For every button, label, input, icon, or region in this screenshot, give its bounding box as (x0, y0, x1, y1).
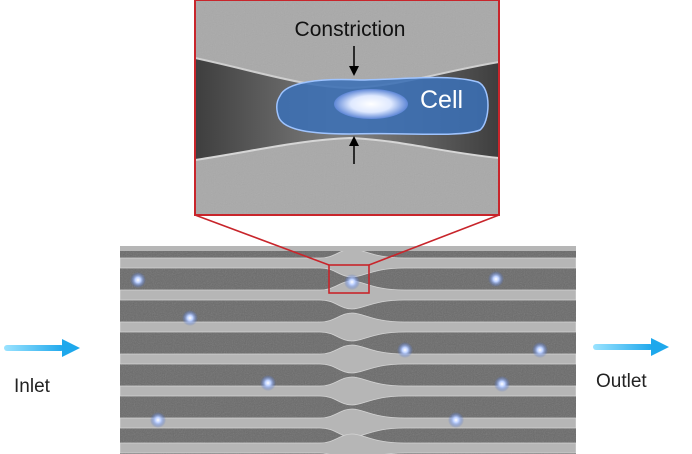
right-arrow-icon (4, 339, 80, 357)
zoom-inset (194, 0, 500, 216)
inset-frame (194, 0, 500, 216)
cell-dot (448, 412, 464, 428)
cell-label: Cell (420, 86, 464, 114)
cell-dot (182, 310, 198, 326)
inlet-label: Inlet (14, 376, 50, 397)
channel-wall (120, 433, 576, 454)
cell-dot (532, 342, 548, 358)
channel-wall-top (120, 246, 576, 251)
channel-walls (120, 246, 576, 454)
constriction-label: Constriction (294, 18, 406, 41)
cell-dot (488, 271, 504, 287)
channel-wall (120, 408, 576, 438)
cell-dot (260, 375, 276, 391)
cell-dots (130, 271, 548, 428)
cell-dot (150, 412, 166, 428)
zoom-region-box (328, 264, 370, 294)
cell-dot (397, 342, 413, 358)
outlet-label: Outlet (596, 371, 647, 392)
zoom-connector (194, 214, 500, 294)
channel-wall (120, 376, 576, 406)
right-arrow-icon (593, 338, 669, 356)
cell-dot (494, 376, 510, 392)
cell-dot (344, 274, 360, 290)
down-arrow-icon (349, 46, 359, 76)
up-arrow-icon (349, 136, 359, 164)
channel-wall (120, 280, 576, 310)
cell-nucleus (334, 89, 408, 119)
cell-dot (130, 272, 146, 288)
channel-wall (120, 312, 576, 342)
channel-wall (120, 344, 576, 374)
